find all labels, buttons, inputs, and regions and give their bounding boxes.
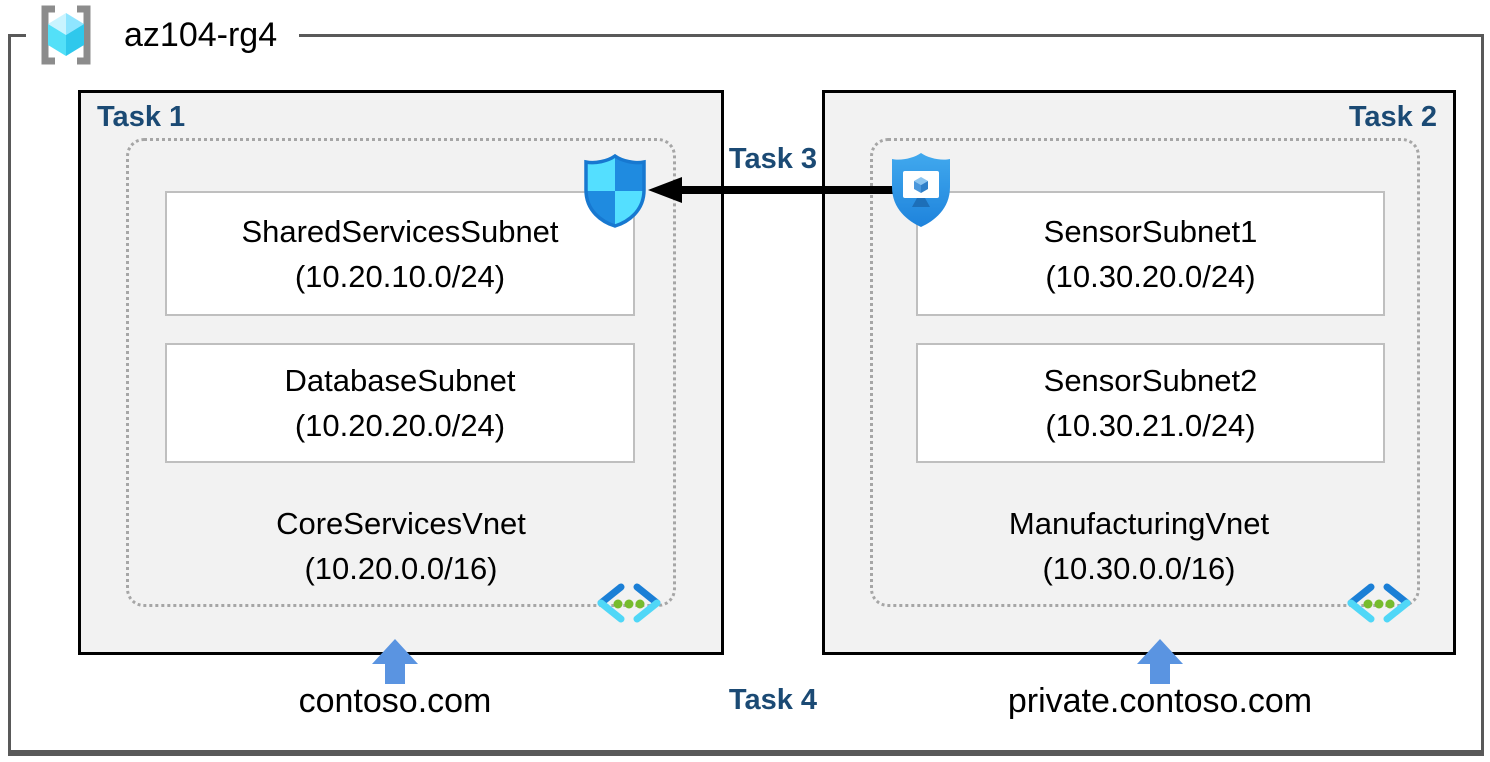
core-vnet-boundary xyxy=(126,138,676,607)
subnet-box-database: DatabaseSubnet (10.20.20.0/24) xyxy=(165,343,635,463)
vnet-panel-manufacturing: Task 2 SensorSubnet1 (10.30.20.0/24) Sen… xyxy=(822,90,1456,655)
core-vnet-label: CoreServicesVnet (10.20.0.0/16) xyxy=(126,501,676,591)
virtual-network-icon xyxy=(1347,583,1411,623)
task1-label: Task 1 xyxy=(97,101,186,133)
subnet-box-sharedservices: SharedServicesSubnet (10.20.10.0/24) xyxy=(165,191,635,316)
vnet-panel-core: Task 1 SharedServicesSubnet (10.20.10.0/… xyxy=(78,90,724,655)
vnet-cidr: (10.30.0.0/16) xyxy=(1042,551,1236,586)
bastion-shield-icon xyxy=(892,153,950,227)
vnet-name: ManufacturingVnet xyxy=(1008,506,1270,541)
manufacturing-vnet-label: ManufacturingVnet (10.30.0.0/16) xyxy=(870,501,1408,591)
subnet-name: SensorSubnet2 xyxy=(1043,363,1258,398)
subnet-name: SharedServicesSubnet xyxy=(241,213,559,249)
nsg-shield-icon xyxy=(584,153,646,228)
subnet-cidr: (10.20.10.0/24) xyxy=(294,258,506,294)
up-arrow-icon xyxy=(1137,639,1183,684)
subnet-cidr: (10.30.20.0/24) xyxy=(1045,258,1256,294)
subnet-name: SensorSubnet1 xyxy=(1043,213,1258,249)
resource-group-legend: az104-rg4 xyxy=(26,4,300,66)
peering-arrow-icon xyxy=(648,177,926,203)
up-arrow-icon xyxy=(372,639,418,684)
vnet-name: CoreServicesVnet xyxy=(276,506,526,541)
subnet-box-sensor2: SensorSubnet2 (10.30.21.0/24) xyxy=(916,343,1385,463)
vnet-cidr: (10.20.0.0/16) xyxy=(304,551,498,586)
manufacturing-vnet-boundary xyxy=(870,138,1420,607)
subnet-cidr: (10.30.21.0/24) xyxy=(1045,408,1256,443)
resource-group-frame xyxy=(8,34,1484,756)
dns-zone-label-private-contoso: private.contoso.com xyxy=(1007,682,1313,720)
task3-label: Task 3 xyxy=(728,143,818,175)
subnet-name: DatabaseSubnet xyxy=(284,363,516,398)
resource-group-icon xyxy=(41,5,91,65)
subnet-cidr: (10.20.20.0/24) xyxy=(294,408,506,443)
virtual-network-icon xyxy=(597,583,661,623)
resource-group-name: az104-rg4 xyxy=(124,15,278,54)
task2-label: Task 2 xyxy=(1348,101,1437,133)
task4-label: Task 4 xyxy=(728,684,818,716)
subnet-box-sensor1: SensorSubnet1 (10.30.20.0/24) xyxy=(916,191,1385,316)
dns-zone-label-contoso: contoso.com xyxy=(298,682,492,720)
